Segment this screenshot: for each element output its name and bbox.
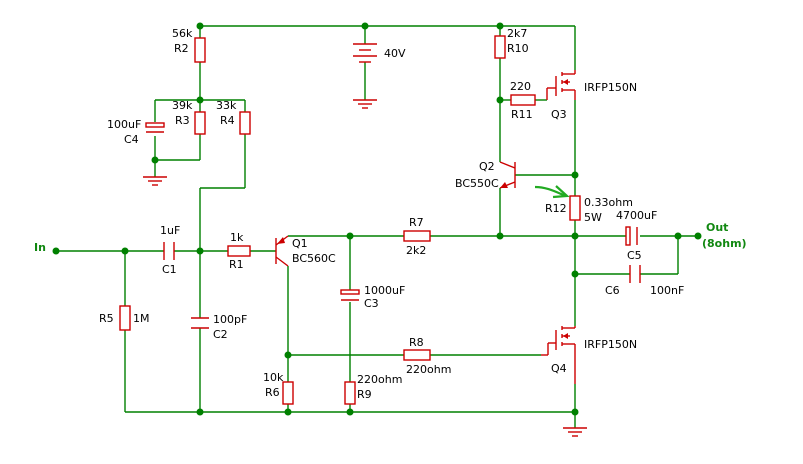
c2-value: 100pF bbox=[213, 313, 247, 326]
c6-value: 100nF bbox=[650, 284, 684, 297]
c2-name: C2 bbox=[213, 328, 228, 341]
r12-rating: 5W bbox=[584, 211, 602, 224]
r11-name: R11 bbox=[511, 108, 533, 121]
c1-name: C1 bbox=[162, 263, 177, 276]
capacitor-c5 bbox=[625, 226, 638, 246]
c4-value: 100uF bbox=[107, 118, 141, 131]
resistor-r12 bbox=[569, 195, 581, 221]
q4-value: IRFP150N bbox=[584, 338, 637, 351]
supply-voltage: 40V bbox=[384, 47, 406, 60]
q2-value: BC550C bbox=[455, 177, 499, 190]
q1-name: Q1 bbox=[292, 237, 308, 250]
c6-name: C6 bbox=[605, 284, 620, 297]
r10-value: 2k7 bbox=[507, 27, 527, 40]
r5-value: 1M bbox=[133, 312, 150, 325]
ground-symbol-c4 bbox=[143, 176, 167, 186]
mosfet-q3 bbox=[546, 70, 576, 100]
r5-name: R5 bbox=[99, 312, 114, 325]
q3-name: Q3 bbox=[551, 108, 567, 121]
r2-name: R2 bbox=[174, 42, 189, 55]
r6-value: 10k bbox=[263, 371, 284, 384]
capacitor-c6 bbox=[629, 265, 641, 283]
q1-value: BC560C bbox=[292, 252, 336, 265]
r4-name: R4 bbox=[220, 114, 235, 127]
r4-value: 33k bbox=[216, 99, 237, 112]
mosfet-q4 bbox=[541, 326, 576, 384]
c5-name: C5 bbox=[627, 249, 642, 262]
r1-name: R1 bbox=[229, 258, 244, 271]
c5-value: 4700uF bbox=[616, 209, 657, 222]
c1-value: 1uF bbox=[160, 224, 180, 237]
r11-value: 220 bbox=[510, 80, 531, 93]
r6-name: R6 bbox=[265, 386, 280, 399]
capacitor-c4 bbox=[145, 122, 165, 133]
resistor-r4 bbox=[239, 111, 251, 135]
r10-name: R10 bbox=[507, 42, 529, 55]
junctions bbox=[52, 22, 702, 416]
output-label: Out bbox=[706, 221, 728, 234]
r1-value: 1k bbox=[230, 231, 244, 244]
c3-name: C3 bbox=[364, 297, 379, 310]
output-load: (8ohm) bbox=[702, 237, 747, 250]
resistor-r11 bbox=[510, 94, 536, 106]
q4-name: Q4 bbox=[551, 362, 567, 375]
ground-symbol-main bbox=[563, 427, 587, 437]
capacitor-c1 bbox=[163, 242, 175, 260]
r12-value: 0.33ohm bbox=[584, 196, 633, 209]
r3-name: R3 bbox=[175, 114, 190, 127]
resistor-r10 bbox=[494, 35, 506, 59]
annotation-arrow-r12 bbox=[534, 185, 570, 199]
resistor-r7 bbox=[403, 230, 431, 242]
r9-value: 220ohm bbox=[357, 373, 402, 386]
r9-name: R9 bbox=[357, 388, 372, 401]
q3-value: IRFP150N bbox=[584, 81, 637, 94]
r2-value: 56k bbox=[172, 27, 193, 40]
transistor-q2 bbox=[499, 161, 516, 189]
r7-name: R7 bbox=[409, 216, 424, 229]
capacitor-c3 bbox=[340, 289, 360, 301]
r3-value: 39k bbox=[172, 99, 193, 112]
r8-name: R8 bbox=[409, 336, 424, 349]
ground-symbol-supply bbox=[353, 99, 377, 109]
q2-name: Q2 bbox=[479, 160, 495, 173]
resistor-r6 bbox=[282, 381, 294, 405]
r8-value: 220ohm bbox=[406, 363, 451, 376]
resistor-r8 bbox=[403, 349, 431, 361]
capacitor-c2 bbox=[191, 317, 209, 329]
resistor-r9 bbox=[344, 381, 356, 405]
resistor-r3 bbox=[194, 111, 206, 135]
wires bbox=[56, 25, 698, 428]
resistor-r1 bbox=[227, 245, 251, 257]
transistor-q1 bbox=[275, 235, 289, 267]
battery-40v bbox=[353, 43, 377, 63]
resistor-r5 bbox=[119, 305, 131, 331]
r12-name: R12 bbox=[545, 202, 567, 215]
c3-value: 1000uF bbox=[364, 284, 405, 297]
resistor-r2 bbox=[194, 37, 206, 63]
c4-name: C4 bbox=[124, 133, 139, 146]
r7-value: 2k2 bbox=[406, 244, 426, 257]
input-label: In bbox=[34, 241, 46, 254]
